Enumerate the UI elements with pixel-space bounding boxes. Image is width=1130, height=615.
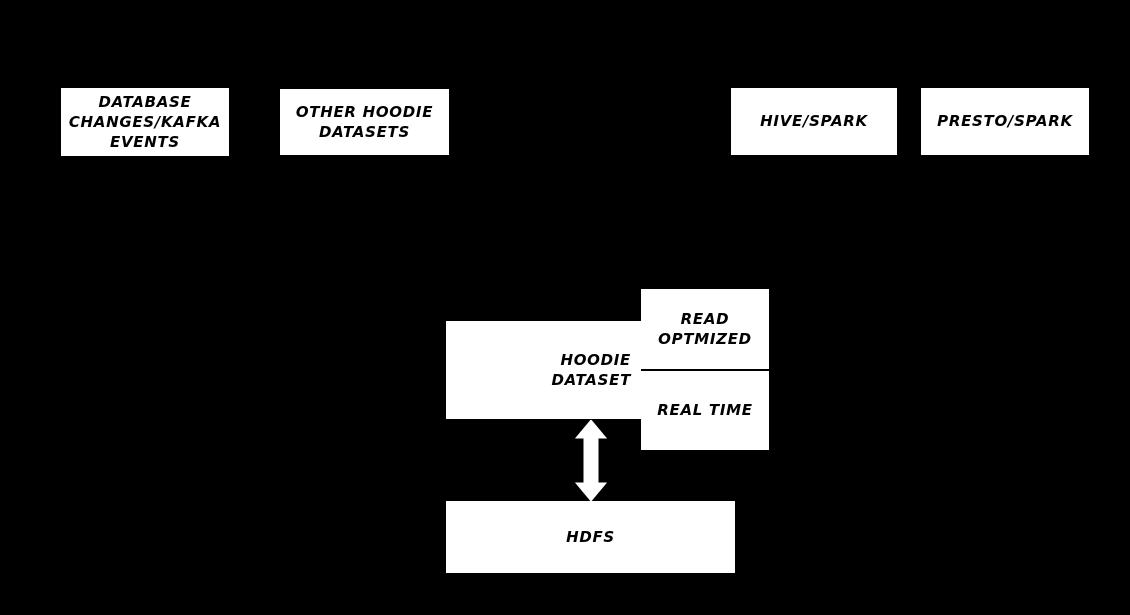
node-read-optimized-view: READ OPTMIZED xyxy=(641,289,769,371)
node-hdfs: HDFS xyxy=(446,501,735,573)
node-real-time-view-label: REAL TIME xyxy=(657,401,753,420)
node-other-hoodie-datasets: OTHER HOODIE DATASETS xyxy=(280,89,449,155)
node-database-changes-kafka-events: DATABASE CHANGES/KAFKA EVENTS xyxy=(61,88,229,156)
node-other-hoodie-datasets-label: OTHER HOODIE DATASETS xyxy=(295,102,434,141)
node-hive-spark-label: HIVE/SPARK xyxy=(760,112,868,131)
node-presto-spark-label: PRESTO/SPARK xyxy=(937,112,1073,131)
node-read-optimized-view-label: READ OPTMIZED xyxy=(658,309,752,348)
node-real-time-view: REAL TIME xyxy=(641,371,769,450)
node-hive-spark: HIVE/SPARK xyxy=(731,88,897,155)
node-presto-spark: PRESTO/SPARK xyxy=(921,88,1089,155)
node-hdfs-label: HDFS xyxy=(566,527,615,546)
node-database-changes-kafka-events-label: DATABASE CHANGES/KAFKA EVENTS xyxy=(68,92,222,152)
double-arrow-icon-dataset-hdfs xyxy=(575,420,607,501)
node-hoodie-dataset-label: HOODIE DATASET xyxy=(551,350,631,389)
node-hoodie-dataset: HOODIE DATASET xyxy=(446,321,641,419)
